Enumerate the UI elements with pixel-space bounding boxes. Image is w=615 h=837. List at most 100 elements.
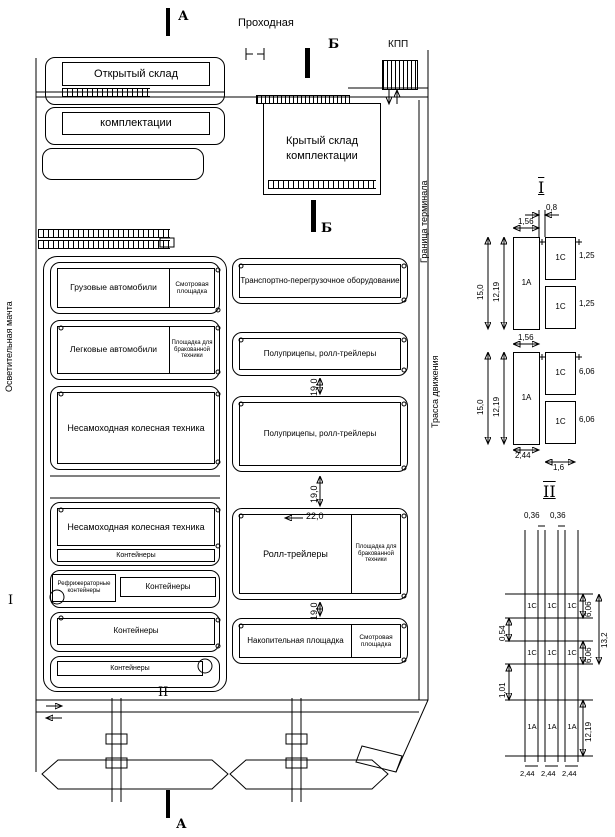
ramp-hatch-open-warehouse: [62, 88, 150, 97]
picking-area: [45, 107, 225, 145]
detail-II-title: II: [543, 482, 556, 501]
section-mark-b-top: Б: [328, 37, 340, 52]
zone-wheeled-2: Несамоходная колесная техника: [57, 508, 215, 546]
zone-covered-warehouse: Крытый склад комплектации: [286, 134, 358, 164]
zone-transport-equipment: Транспортно-перегрузочное оборудование: [239, 264, 401, 298]
ramp-hatch-covered-warehouse: [268, 180, 376, 189]
zone-containers-2: Контейнеры: [57, 618, 215, 645]
zone-semitrailers-2: Полуприцепы, ролл-трейлеры: [239, 402, 401, 466]
detail-I-dim-606-1: 6,06: [579, 367, 595, 376]
detail-I-dim-125-1: 1,25: [579, 251, 595, 260]
zone-wheeled-1: Несамоходная колесная техника: [57, 392, 215, 464]
label-kpp: КПП: [388, 39, 409, 50]
detail-II-cell-1a-c3: 1А: [567, 721, 577, 731]
covered-warehouse-box: Крытый склад комплектации: [263, 103, 381, 195]
detail-I-dim-156-2: 1,56: [518, 333, 534, 342]
section-mark-b-mid: Б: [321, 221, 333, 236]
open-warehouse-area: [45, 57, 225, 105]
row-containers-3: [50, 656, 220, 688]
detail-I-dim-606-2: 6,06: [579, 415, 595, 424]
detail-II-dim-101: 1,01: [498, 682, 507, 698]
detail-II-cell-1c-r2c2: 1С: [547, 647, 557, 657]
railway-track-1: [38, 229, 170, 238]
detail-II-cell-1c-r1c2: 1С: [547, 600, 557, 610]
zone-roll-trailers: Ролл-трейлеры: [239, 514, 352, 594]
detail-I-dim-244: 2,44: [515, 451, 531, 460]
detail-I-cell-1c-3: 1С: [545, 352, 576, 395]
detail-I-dim-16: 1,6: [553, 463, 565, 472]
detail-I-dim-125-2: 1,25: [579, 299, 595, 308]
row-accumulation: [232, 618, 408, 664]
detail-I-dim-15-2: 15,0: [476, 399, 485, 415]
dim-22: 22,0: [306, 511, 324, 521]
dim-19-3: 19,0: [309, 602, 319, 620]
row-roll-trailers: [232, 508, 408, 600]
section-mark-a-top: А: [178, 9, 189, 24]
internal-road: [36, 475, 428, 718]
section-mark-lines: [166, 8, 316, 818]
zone-containers-strip-1: Контейнеры: [57, 549, 215, 562]
detail-II-cell-1a-c2: 1А: [547, 721, 557, 731]
row-cars: [50, 320, 220, 380]
dim-19-1: 19,0: [309, 378, 319, 396]
covered-warehouse-line1: Крытый склад: [286, 135, 358, 148]
zone-semitrailers-1: Полуприцепы, ролл-трейлеры: [239, 338, 401, 370]
kpp-traffic-arrows: [389, 90, 397, 104]
piers: [41, 745, 403, 790]
detail-II-dim-244-3: 2,44: [562, 769, 577, 778]
detail-II-plan-marker: II: [158, 685, 169, 700]
detail-II-cell-1c-r2c3: 1С: [567, 647, 577, 657]
label-terminal-boundary: Граница терминала: [419, 180, 429, 263]
label-traffic-route: Трасса движения: [430, 355, 440, 428]
detail-I-cell-1c-2: 1С: [545, 286, 576, 329]
covered-warehouse-line2: комплектации: [286, 150, 358, 162]
zone-reefer: Рефрижераторные контейнеры: [52, 574, 116, 602]
detail-II-dim-606-2: 6,06: [584, 647, 593, 663]
label-checkpoint-entrance: Проходная: [238, 17, 294, 29]
detail-I-dim-1219-1: 12,19: [492, 281, 501, 302]
detail-II-dim-036-2: 0,36: [550, 511, 566, 520]
left-yard-enclosure: [43, 256, 227, 692]
zone-inspection-2: Смотровая площадка: [351, 624, 401, 658]
kpp-hatch-box: [382, 60, 418, 90]
row-semitrailers-1: [232, 332, 408, 376]
detail-I-linework: [488, 210, 582, 462]
dimension-lines-plan: [285, 378, 320, 616]
label-lighting-mast: Осветительная мачта: [4, 301, 14, 392]
detail-I-cell-1c-1: 1С: [545, 237, 576, 280]
section-mark-a-bottom: А: [176, 817, 187, 832]
zone-picking: комплектации: [62, 112, 210, 135]
detail-I-cell-1a-top: 1А: [513, 237, 540, 330]
row-semitrailers-2: [232, 396, 408, 472]
zone-defective-2: Площадка для бракованной техники: [351, 514, 401, 594]
railway-track-2: [38, 240, 170, 249]
row-reefer: [50, 570, 220, 608]
detail-II-cell-1c-r2c1: 1С: [527, 647, 537, 657]
zone-open-warehouse: Открытый склад: [62, 62, 210, 86]
detail-I-dim-1219-2: 12,19: [492, 396, 501, 417]
detail-II-dim-132: 13,2: [600, 632, 609, 648]
detail-II-dim-054: 0,54: [498, 625, 507, 641]
row-transport-equipment: [232, 258, 408, 304]
zone-trucks: Грузовые автомобили: [57, 268, 170, 308]
detail-I-title: I: [538, 178, 545, 197]
zone-accumulation: Накопительная площадка: [239, 624, 352, 658]
zone-inspection-1: Смотровая площадка: [169, 268, 215, 308]
detail-II-linework: [505, 525, 599, 767]
zone-containers-1: Контейнеры: [120, 577, 216, 597]
detail-I-cell-1c-4: 1С: [545, 401, 576, 444]
detail-I-dim-08: 0,8: [546, 203, 558, 212]
empty-apron: [42, 148, 204, 180]
gate-symbol: [245, 48, 265, 60]
detail-II-dim-244-2: 2,44: [541, 769, 556, 778]
detail-II-cell-1c-r1c1: 1С: [527, 600, 537, 610]
cranes: [105, 698, 308, 802]
detail-II-dim-606-1: 6,06: [584, 601, 593, 617]
row-wheeled-1: [50, 386, 220, 470]
zone-containers-strip-2: Контейнеры: [57, 661, 203, 676]
detail-II-dim-244-1: 2,44: [520, 769, 535, 778]
detail-II-dim-1219: 12,19: [584, 721, 593, 742]
detail-I-plan-marker: I: [8, 593, 14, 608]
